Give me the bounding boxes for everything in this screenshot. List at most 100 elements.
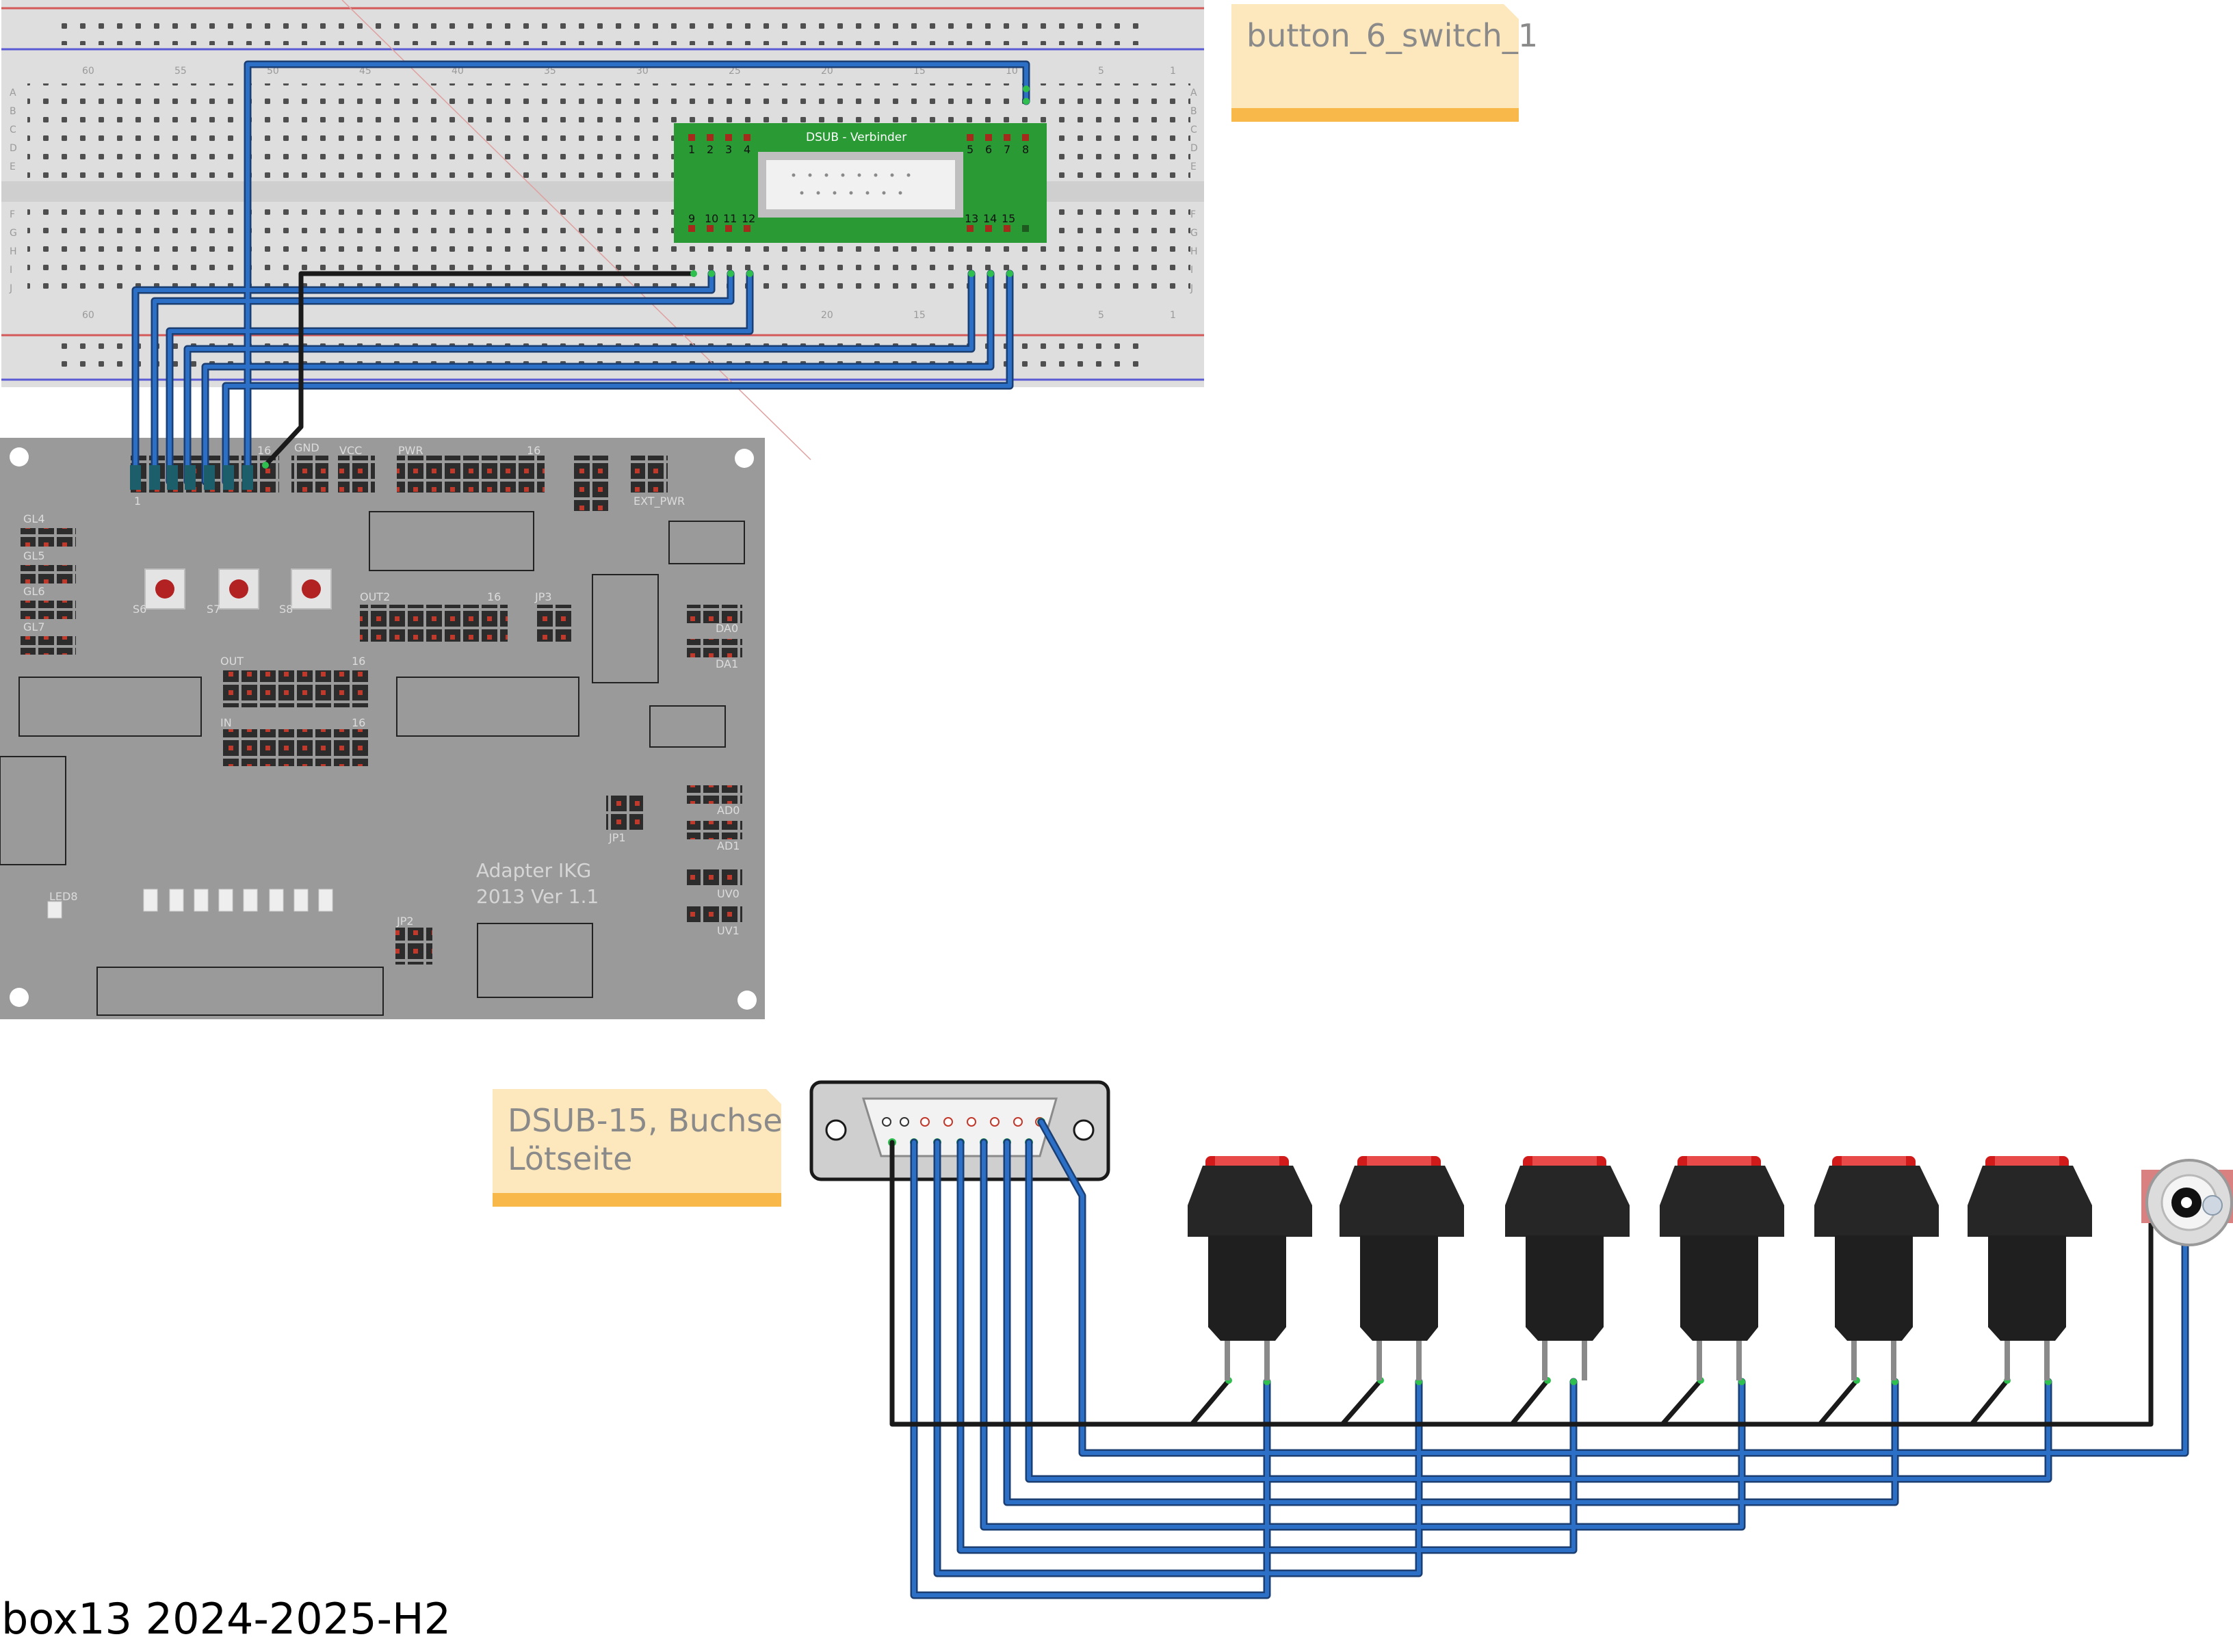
bb-col-20-bottom: 20 <box>821 310 833 321</box>
wire-button-5 <box>1005 1140 1897 1504</box>
upper-wires <box>130 60 1030 490</box>
dsub-connector-board: DSUB - Verbinder 1 2 3 4 5 6 7 <box>674 123 1047 243</box>
header-out2 <box>360 605 508 642</box>
bb-letter-d-right: D <box>1190 143 1198 154</box>
wire-button-6 <box>1027 1140 2050 1481</box>
adapter-name-line1: Adapter IKG <box>476 859 591 882</box>
bb-letter-g-right: G <box>1190 228 1198 239</box>
wire-toggle-switch <box>1039 1120 2187 1455</box>
adapter-label-in: IN <box>220 716 232 729</box>
bb-col-60-bottom: 60 <box>82 310 94 321</box>
push-button-2[interactable] <box>1340 1156 1464 1380</box>
dsub-socket-text: DSUB-15, Buchse Lötseite <box>508 1102 783 1177</box>
dsub-pin-label-5: 5 <box>967 143 974 156</box>
bb-letter-d: D <box>10 143 17 154</box>
header-out <box>220 670 368 707</box>
bb-letter-e: E <box>10 161 16 172</box>
bb-letter-h-right: H <box>1190 246 1198 257</box>
adapter-label-jp2: JP2 <box>396 915 414 928</box>
adapter-label-in-connector-16: 16 <box>257 444 271 457</box>
dsub-pin-label-10: 10 <box>705 212 718 225</box>
push-buttons <box>1188 1156 2092 1380</box>
adapter-label-gl7: GL7 <box>23 620 45 633</box>
adapter-label-ad1: AD1 <box>717 839 740 852</box>
push-button-1[interactable] <box>1188 1156 1312 1380</box>
dsub-pin-label-9: 9 <box>688 212 695 225</box>
bb-letter-i-right: I <box>1190 265 1193 276</box>
bb-col-45: 45 <box>359 66 371 77</box>
bb-col-55: 55 <box>174 66 187 77</box>
header-ext-select <box>572 456 609 511</box>
dsub-pin-label-13: 13 <box>965 212 978 225</box>
adapter-label-jp3: JP3 <box>534 590 552 603</box>
bb-col-25: 25 <box>729 66 741 77</box>
bb-letter-c: C <box>10 124 16 135</box>
wire-dsub-to-adapter-7 <box>224 272 1012 484</box>
dsub-pin-label-1: 1 <box>688 143 695 156</box>
bb-letter-a-right: A <box>1190 88 1197 99</box>
adapter-label-pwr-16: 16 <box>527 444 540 457</box>
adapter-label-pin1: 1 <box>134 495 141 508</box>
wire-dsub-to-adapter-5 <box>185 272 974 484</box>
bb-letter-e-right: E <box>1190 161 1197 172</box>
wire-dsub-to-adapter-1 <box>246 62 1028 484</box>
dsub-socket-note: DSUB-15, Buchse Lötseite <box>493 1089 783 1207</box>
dsub-pin-label-14: 14 <box>983 212 997 225</box>
wire-button-1 <box>912 1140 1269 1597</box>
header-jp3 <box>535 605 572 642</box>
push-button-3[interactable] <box>1505 1156 1630 1380</box>
bb-letter-c-right: C <box>1190 124 1197 135</box>
adapter-label-s6: S6 <box>133 603 146 616</box>
adapter-label-jp1: JP1 <box>608 831 626 844</box>
adapter-label-pwr: PWR <box>398 444 423 457</box>
bb-col-1-bottom: 1 <box>1170 310 1176 321</box>
bb-col-1: 1 <box>1170 66 1176 77</box>
push-button-5[interactable] <box>1814 1156 1939 1380</box>
bb-letter-i: I <box>10 265 12 276</box>
bb-col-5-bottom: 5 <box>1098 310 1104 321</box>
adapter-pcb <box>0 438 765 1019</box>
push-button-4[interactable] <box>1660 1156 1784 1380</box>
adapter-led-row <box>143 889 333 912</box>
adapter-label-da1: DA1 <box>716 657 738 670</box>
adapter-label-out2-16: 16 <box>487 590 501 603</box>
dsub-pin-label-8: 8 <box>1022 143 1029 156</box>
adapter-label-vcc: VCC <box>339 444 362 457</box>
adapter-label-ext-pwr: EXT_PWR <box>634 495 685 508</box>
adapter-label-gl5: GL5 <box>23 549 45 562</box>
adapter-label-ad0: AD0 <box>717 804 740 817</box>
bb-col-40: 40 <box>452 66 464 77</box>
dsub-pin-label-6: 6 <box>985 143 992 156</box>
bb-col-10: 10 <box>1006 66 1018 77</box>
bb-col-15: 15 <box>913 66 926 77</box>
toggle-switch[interactable] <box>2141 1159 2233 1246</box>
dsub-pin-label-2: 2 <box>707 143 714 156</box>
adapter-label-uv0: UV0 <box>717 887 740 900</box>
adapter-label-s8: S8 <box>279 603 293 616</box>
wire-dsub-to-adapter-3 <box>153 272 733 484</box>
push-button-6[interactable] <box>1968 1156 2092 1380</box>
bb-letter-b-right: B <box>1190 106 1197 117</box>
dsub-pin-label-12: 12 <box>742 212 755 225</box>
dsub-pin-label-7: 7 <box>1004 143 1010 156</box>
bb-letter-f-right: F <box>1190 209 1196 220</box>
adapter-label-gl4: GL4 <box>23 512 45 525</box>
bb-letter-j-right: J <box>1190 283 1193 294</box>
header-in <box>220 729 368 766</box>
adapter-name-line2: 2013 Ver 1.1 <box>476 885 599 908</box>
adapter-label-out: OUT <box>220 655 244 668</box>
dsub-pin-label-4: 4 <box>744 143 750 156</box>
adapter-label-in-16: 16 <box>352 716 365 729</box>
bb-col-5: 5 <box>1098 66 1104 77</box>
header-vcc <box>338 456 375 493</box>
header-jp1 <box>606 794 643 830</box>
adapter-label-out-16: 16 <box>352 655 365 668</box>
header-jp2 <box>395 928 432 965</box>
header-gnd <box>291 456 328 493</box>
bb-letter-f: F <box>10 209 15 220</box>
header-ext-pwr <box>631 456 668 493</box>
bb-col-20: 20 <box>821 66 833 77</box>
dsub-pin-label-3: 3 <box>725 143 732 156</box>
